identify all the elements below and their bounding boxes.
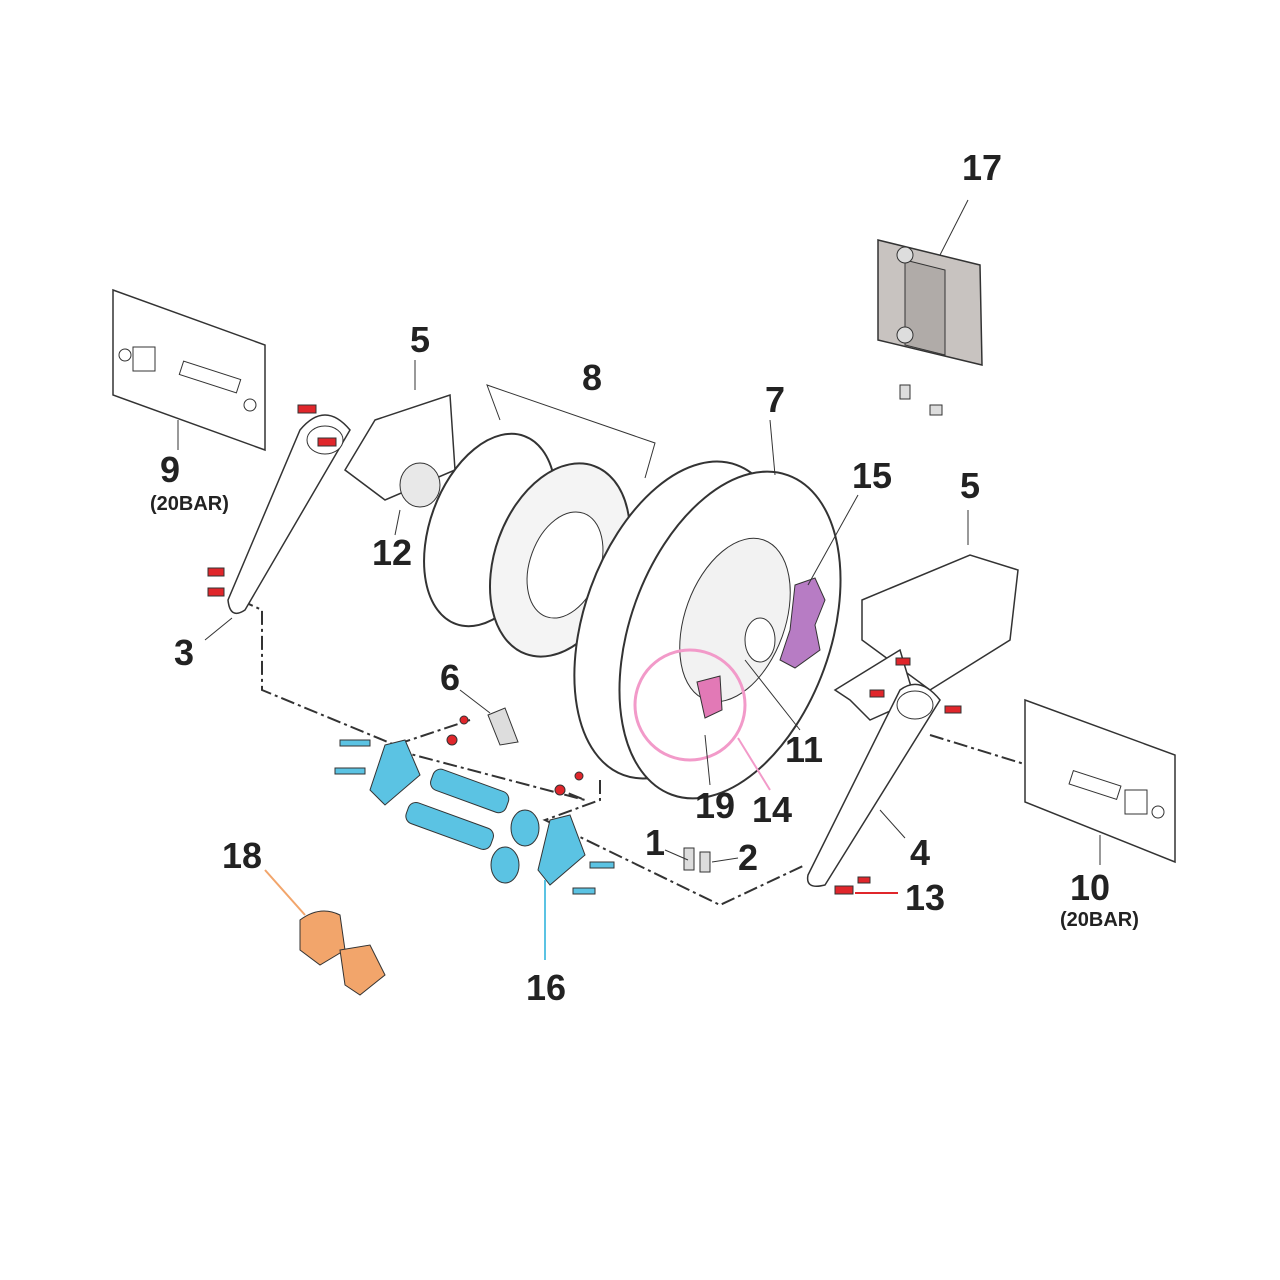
part-9-swivel-kit bbox=[112, 288, 266, 452]
part-6-clip bbox=[487, 707, 519, 746]
label-4: 4 bbox=[910, 832, 930, 873]
label-16: 16 bbox=[526, 967, 566, 1008]
assembly-line-bottom bbox=[394, 749, 806, 907]
label-5-right: 5 bbox=[960, 465, 980, 506]
label-11: 11 bbox=[785, 729, 823, 770]
part-18-guide-insert bbox=[299, 910, 386, 996]
label-9: 9 bbox=[160, 449, 180, 490]
label-18: 18 bbox=[222, 835, 262, 876]
label-17: 17 bbox=[962, 147, 1002, 188]
part-5-side-plate-right bbox=[833, 510, 1019, 721]
part-14-pawl bbox=[696, 675, 723, 719]
assembly-line-left bbox=[239, 599, 471, 747]
label-6: 6 bbox=[440, 657, 460, 698]
part-16-roller-guide bbox=[334, 739, 615, 895]
part-2-nipple bbox=[699, 851, 711, 873]
label-12: 12 bbox=[372, 532, 412, 573]
part-15-ratchet bbox=[779, 577, 826, 669]
label-14: 14 bbox=[752, 789, 792, 830]
label-19: 19 bbox=[695, 785, 735, 826]
label-9-pressure: (20BAR) bbox=[150, 493, 229, 515]
label-15: 15 bbox=[852, 455, 892, 496]
label-8: 8 bbox=[582, 357, 602, 398]
label-10: 10 bbox=[1070, 867, 1110, 908]
bolts-red bbox=[207, 404, 962, 895]
leader-lines bbox=[177, 419, 1101, 865]
part-14-highlight-circle bbox=[633, 648, 747, 762]
part-5-side-plate-left bbox=[344, 360, 456, 508]
label-7: 7 bbox=[765, 379, 785, 420]
label-10-pressure: (20BAR) bbox=[1060, 909, 1139, 931]
part-1-nipple bbox=[683, 847, 695, 871]
label-13: 13 bbox=[905, 877, 945, 918]
label-5-left: 5 bbox=[410, 319, 430, 360]
part-7-reel-drum bbox=[573, 460, 842, 800]
label-2: 2 bbox=[738, 837, 758, 878]
part-17-bracket bbox=[877, 199, 983, 416]
part-10-swivel-kit bbox=[1024, 698, 1176, 864]
part-4-arm bbox=[806, 683, 941, 887]
label-1: 1 bbox=[645, 822, 665, 863]
label-3: 3 bbox=[174, 632, 194, 673]
